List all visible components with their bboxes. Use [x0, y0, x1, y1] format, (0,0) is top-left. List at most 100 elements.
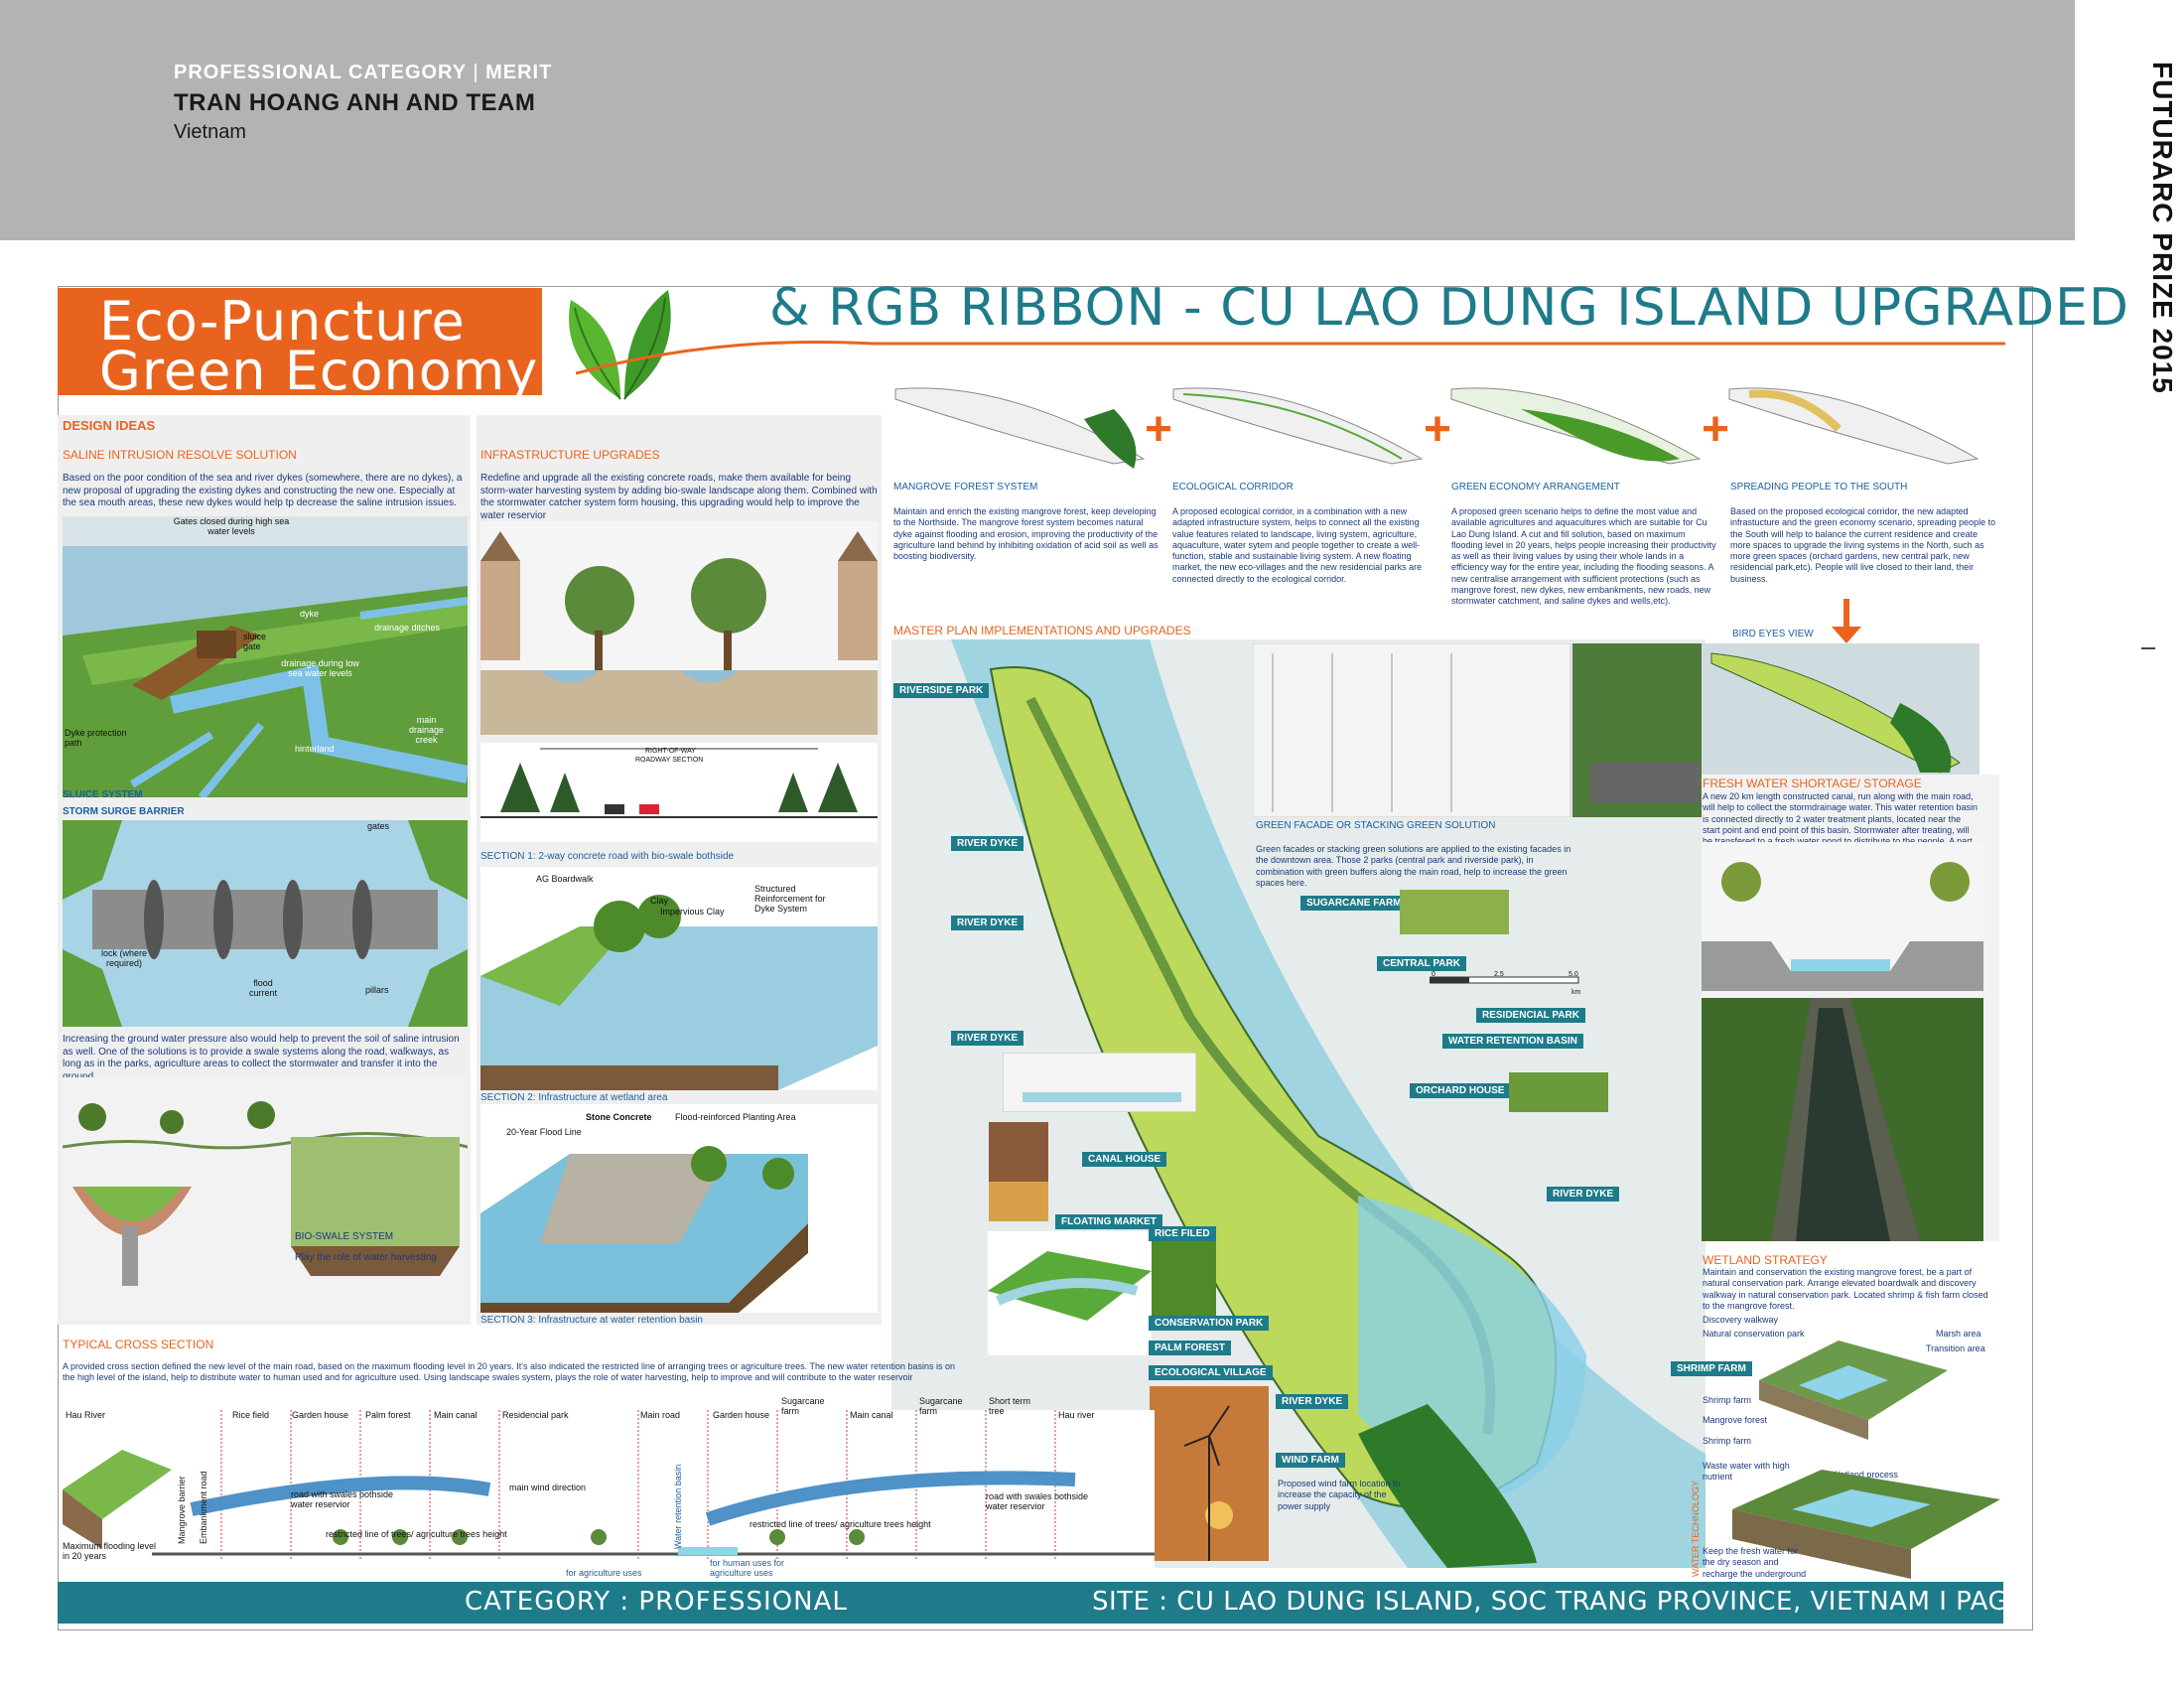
flood-reinforced-label: Flood-reinforced Planting Area — [675, 1112, 796, 1122]
section-1-caption: SECTION 1: 2-way concrete road with bio-… — [480, 851, 735, 862]
road-swales-label-right: road with swales bothside water reservio… — [986, 1491, 1089, 1511]
human-uses-label: for human uses for agriculture uses — [710, 1558, 785, 1578]
dyke-label: dyke — [300, 609, 320, 619]
discovery-walkway-label: Discovery walkway — [1703, 1315, 1779, 1325]
cross-section-text: A provided cross section defined the new… — [63, 1361, 956, 1383]
xs-label-8: Sugarcane farm — [781, 1396, 825, 1416]
max-flood-label: Maximum flooding level in 20 years — [63, 1541, 157, 1561]
section-2-caption: SECTION 2: Infrastructure at wetland are… — [480, 1092, 668, 1103]
river-dyke-tag-2: RIVER DYKE — [951, 916, 1024, 930]
card-4-title: SPREADING PEOPLE TO THE SOUTH — [1730, 482, 1908, 493]
floating-market-tag: FLOATING MARKET — [1055, 1214, 1162, 1229]
card-2-text: A proposed ecological corridor, in a com… — [1172, 506, 1423, 584]
card-4-text: Based on the proposed ecological corrido… — [1730, 506, 1996, 584]
roadway-section-diagram — [480, 743, 878, 842]
wetland-text: Maintain and conservation the existing m… — [1703, 1267, 1988, 1311]
river-dyke-tag-1: RIVER DYKE — [951, 836, 1024, 851]
storm-surge-diagram — [63, 820, 468, 1027]
xs-label-11: Short term tree — [989, 1396, 1031, 1416]
drainage-low-label: drainage during low sea water levels — [281, 658, 359, 678]
xs-label-7: Garden house — [713, 1410, 770, 1420]
leaf-logo-icon — [569, 290, 671, 400]
restricted-line-right: restricted line of trees/ agriculture tr… — [750, 1519, 931, 1529]
bioswale-heading: BIO-SWALE SYSTEM — [295, 1231, 394, 1242]
xs-label-9: Main canal — [850, 1410, 893, 1420]
brand-line-1: Eco-Puncture — [99, 290, 466, 353]
sugarcane-farm-tag: SUGARCANE FARM — [1300, 896, 1408, 911]
xs-label-5: Residencial park — [502, 1410, 569, 1420]
road-swales-label-left: road with swales bothside water reservio… — [291, 1489, 394, 1509]
brand-box — [58, 288, 542, 395]
conservation-park-tag: CONSERVATION PARK — [1149, 1316, 1270, 1331]
scale-unit: km — [1571, 989, 1581, 996]
green-facade-photos — [1253, 643, 1705, 817]
bird-eyes-heading: BIRD EYES VIEW — [1732, 629, 1814, 639]
water-technology-diagram — [1732, 1470, 2000, 1579]
brand-line-2: Green Economy — [99, 340, 539, 402]
wind-farm-tag: WIND FARM — [1276, 1453, 1345, 1468]
shrimp-farm-tag: SHRIMP FARM — [1671, 1361, 1752, 1376]
footer-category: CATEGORY : PROFESSIONAL — [465, 1587, 848, 1617]
xs-label-0: Hau River — [66, 1410, 106, 1420]
waste-water-label: Waste water with high nutrient — [1703, 1461, 1790, 1483]
canal-house-diagram — [1003, 1053, 1196, 1112]
natural-park-label: Natural conservation park — [1703, 1329, 1805, 1339]
canal-photo — [1702, 998, 1983, 1241]
shrimp-farm-label-1: Shrimp farm — [1703, 1395, 1752, 1405]
xs-label-1: Rice field — [232, 1410, 270, 1420]
structured-reinforcement-label: Structured Reinforcement for Dyke System — [754, 884, 826, 914]
design-ideas-heading: DESIGN IDEAS — [63, 418, 156, 433]
xs-label-6: Main road — [640, 1410, 681, 1420]
footer-bar — [58, 1582, 2003, 1624]
xs-label-12: Hau river — [1058, 1410, 1095, 1420]
saline-text: Based on the poor condition of the sea a… — [63, 473, 463, 508]
wind-farm-text: Proposed wind farm location to increase … — [1278, 1479, 1401, 1511]
lock-label: lock (where required) — [100, 948, 147, 968]
saline-heading: SALINE INTRUSION RESOLVE SOLUTION — [63, 448, 297, 462]
flood-current-label: flood current — [248, 978, 277, 998]
plus-icon-2: + — [1424, 403, 1452, 456]
plus-icon-3: + — [1702, 403, 1730, 456]
gates-label: Gates closed during high sea water level… — [173, 516, 290, 536]
storm-surge-heading: STORM SURGE BARRIER — [63, 806, 185, 817]
green-facade-heading: GREEN FACADE OR STACKING GREEN SOLUTION — [1256, 820, 1496, 831]
sluice-system-heading: SLUICE SYSTEM — [63, 789, 143, 800]
fresh-water-heading: FRESH WATER SHORTAGE/ STORAGE — [1703, 777, 1922, 790]
riverside-park-tag: RIVERSIDE PARK — [893, 683, 990, 698]
river-dyke-tag-3: RIVER DYKE — [951, 1031, 1024, 1046]
sluice-gate-label: sluice gate — [243, 632, 267, 651]
down-arrow-icon — [1832, 599, 1861, 643]
drainage-ditches-label: drainage ditches — [374, 623, 441, 633]
floating-market-diagram — [988, 1231, 1152, 1355]
wind-farm-photo — [1150, 1386, 1269, 1561]
infra-heading: INFRASTRUCTURE UPGRADES — [480, 448, 660, 462]
main-wind-label: main wind direction — [509, 1483, 587, 1492]
palm-forest-tag: PALM FOREST — [1149, 1341, 1231, 1355]
card-3-title: GREEN ECONOMY ARRANGEMENT — [1451, 482, 1620, 493]
card-1-title: MANGROVE FOREST SYSTEM — [893, 482, 1038, 493]
team-country: Vietnam — [174, 121, 247, 143]
master-plan-heading: MASTER PLAN IMPLEMENTATIONS AND UPGRADES — [893, 624, 1191, 637]
infra-text: Redefine and upgrade all the existing co… — [480, 473, 878, 521]
side-divider — [2141, 647, 2155, 649]
river-dyke-tag-4: RIVER DYKE — [1276, 1394, 1349, 1409]
xs-label-3: Palm forest — [365, 1410, 411, 1420]
agri-uses-label: for agriculture uses — [566, 1568, 642, 1578]
rice-filed-tag: RICE FILED — [1149, 1226, 1216, 1241]
card-1-text: Maintain and enrich the existing mangrov… — [893, 506, 1159, 561]
strategy-maps — [894, 387, 1979, 469]
ag-boardwalk-label: AG Boardwalk — [536, 874, 594, 884]
wetland-process-label: Wetland process — [1832, 1470, 1898, 1480]
card-3-text: A proposed green scenario helps to defin… — [1451, 506, 1716, 606]
orchard-photo — [1509, 1072, 1608, 1112]
card-2-title: ECOLOGICAL CORRIDOR — [1172, 482, 1294, 493]
wetland-diagram — [1759, 1341, 1948, 1440]
map-scale-bar — [1430, 976, 1579, 984]
ecological-village-tag: ECOLOGICAL VILLAGE — [1149, 1365, 1273, 1380]
xs-label-4: Main canal — [434, 1410, 478, 1420]
gates-small-label: gates — [367, 821, 390, 831]
wetland-heading: WETLAND STRATEGY — [1703, 1253, 1828, 1267]
stormwater-house-illustration — [480, 521, 878, 735]
right-of-way-label: RIGHT-OF-WAY — [645, 748, 696, 755]
marsh-area-label: Marsh area — [1936, 1329, 1981, 1339]
